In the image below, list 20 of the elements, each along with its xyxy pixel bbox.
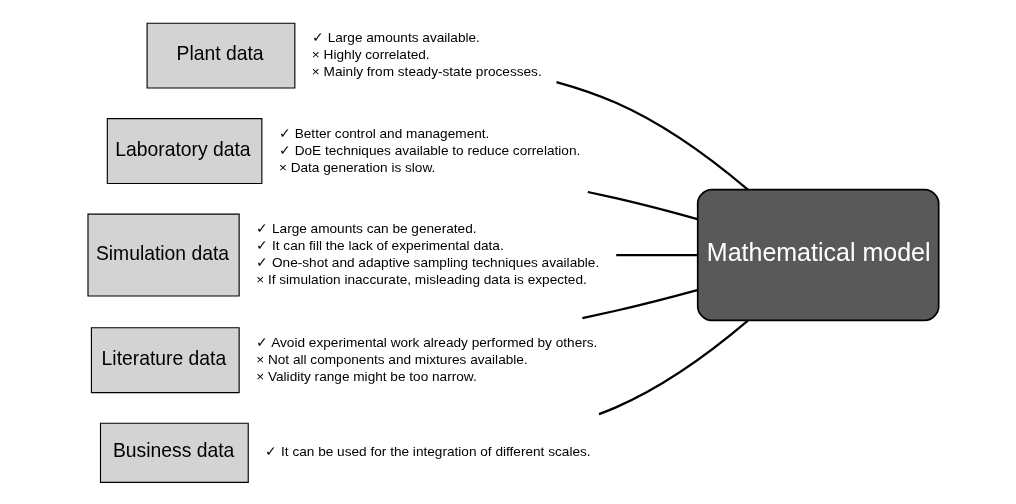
connector — [581, 288, 698, 319]
node-label: ✓ One-shot and adaptive sampling techniques available. — [255, 254, 599, 270]
connector — [615, 253, 697, 256]
node-box: Mathematical model — [696, 188, 939, 321]
node-label: × Data generation is slow. — [278, 159, 435, 175]
node-label: × Validity range might be too narrow. — [255, 368, 477, 384]
connector — [598, 319, 749, 415]
node-label: ✓ Better control and management. — [278, 125, 489, 141]
node-label: ✓ It can fill the lack of experimental data. — [255, 237, 504, 253]
node-label: × If simulation inaccurate, misleading data is expected. — [255, 271, 587, 287]
node-label: ✓ DoE techniques available to reduce correlation. — [278, 142, 580, 158]
node-label: × Mainly from steady-state processes. — [311, 63, 542, 79]
node-label: ✓ Avoid experimental work already performed by others. — [255, 334, 597, 350]
node-label: ✓ It can be used for the integration of different scales. — [264, 443, 591, 459]
connector — [587, 190, 698, 220]
node-label: × Highly correlated. — [311, 46, 430, 62]
node-label: ✓ Large amounts available. — [311, 29, 480, 45]
connector — [555, 80, 749, 190]
node-label: × Not all components and mixtures available. — [255, 351, 528, 367]
node-label: ✓ Large amounts can be generated. — [255, 220, 476, 236]
